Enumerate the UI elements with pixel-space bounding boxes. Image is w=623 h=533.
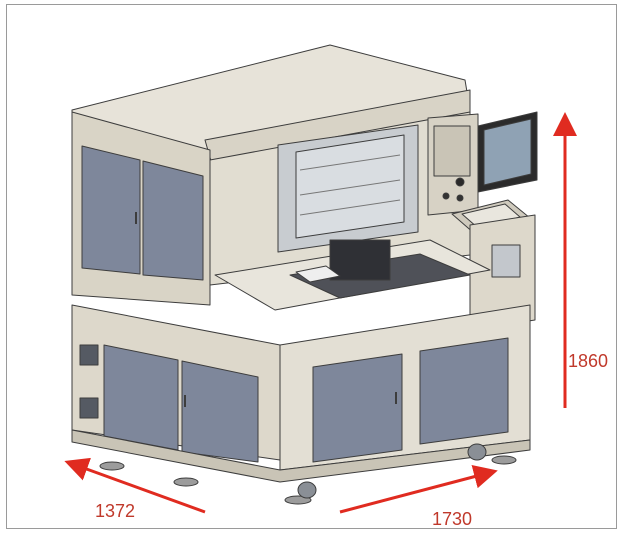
conveyor-block [329, 239, 391, 281]
lower-front-door-1 [312, 353, 403, 463]
depth-label: 1372 [95, 501, 135, 521]
width-arrow [339, 464, 498, 514]
figure-border [6, 4, 617, 529]
lower-left-door-1 [103, 344, 179, 451]
feet [99, 443, 517, 505]
monitor-screen [483, 118, 532, 186]
base-plinth [71, 429, 531, 483]
window-glass [295, 134, 405, 239]
vent-upper [79, 344, 99, 366]
depth-arrow [64, 457, 206, 514]
control-plate [433, 125, 471, 177]
upper-left-door-1 [81, 145, 141, 275]
upper-left-door-2 [142, 160, 204, 281]
width-label: 1730 [432, 509, 472, 529]
lower-left-door-2 [181, 360, 259, 463]
vent-lower [79, 397, 99, 419]
height-label: 1860 [568, 351, 608, 371]
right-cabinet-vent [491, 244, 521, 278]
lower-front-door-2 [419, 337, 509, 445]
